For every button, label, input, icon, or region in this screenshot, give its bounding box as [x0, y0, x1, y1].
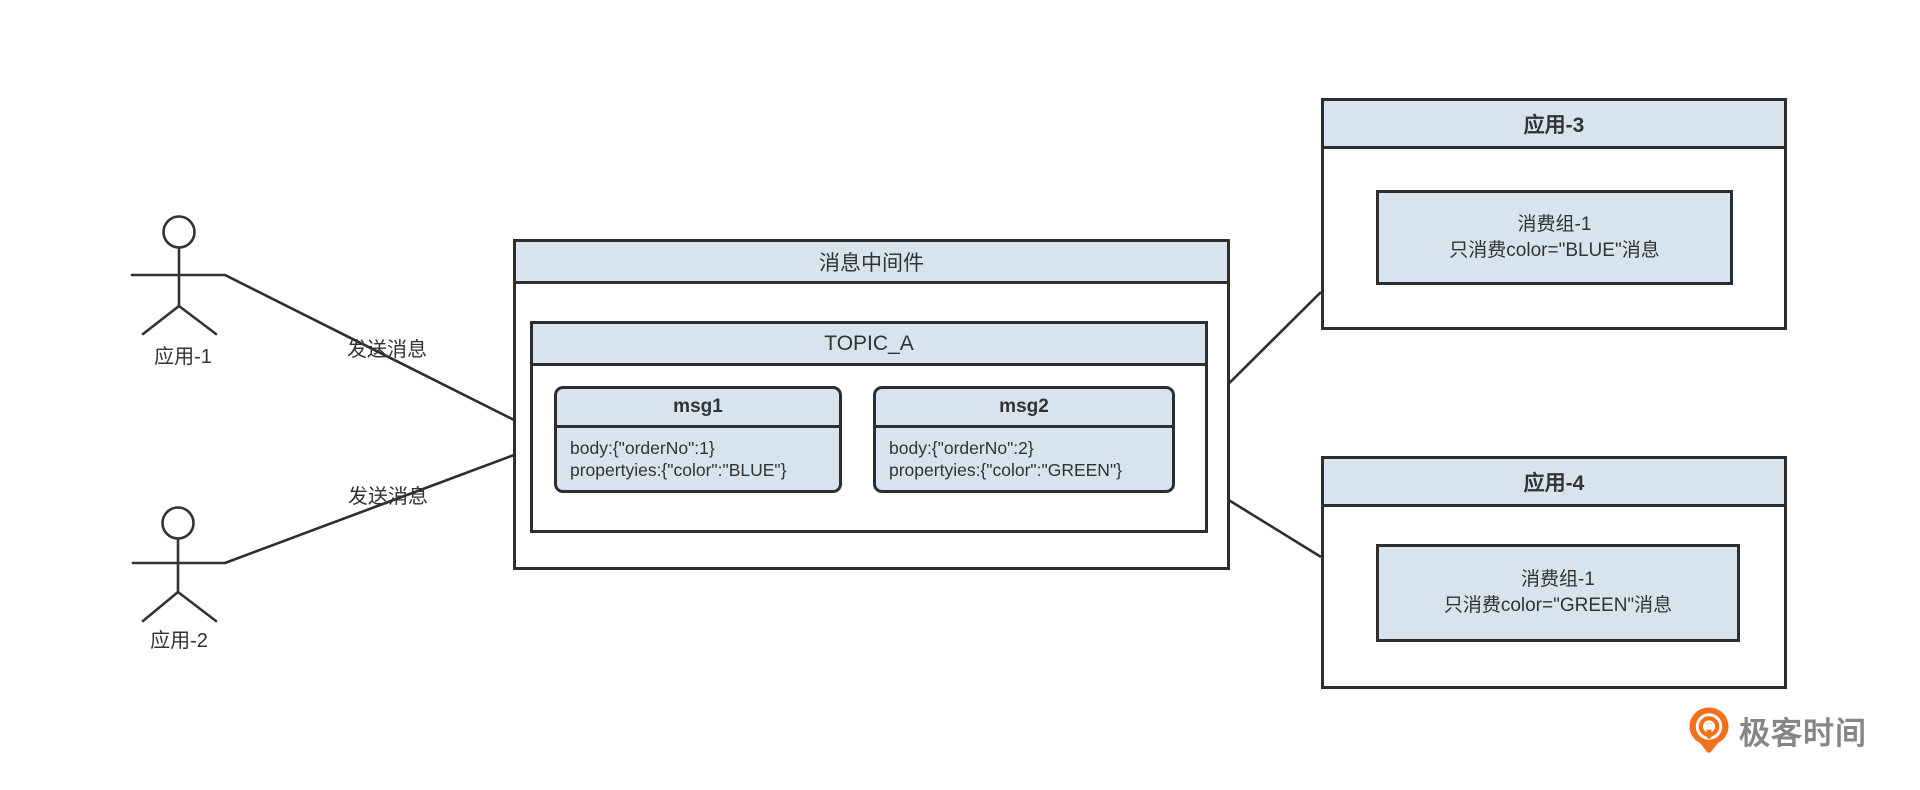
geektime-pin-icon	[1689, 707, 1729, 753]
msg2-properties-line: propertyies:{"color":"GREEN"}	[889, 460, 1122, 480]
consumer-app3-box: 应用-3 消费组-1 只消费color="BLUE"消息	[1321, 98, 1787, 330]
consumer-group-rule: 只消费color="BLUE"消息	[1449, 239, 1660, 261]
msg2-title: msg2	[876, 389, 1172, 428]
consumer-app4-header: 应用-4	[1324, 459, 1784, 507]
msg1-content: body:{"orderNo":1} propertyies:{"color":…	[557, 428, 839, 490]
send-line-producer-2	[224, 447, 531, 565]
msg1-body-line: body:{"orderNo":1}	[570, 438, 715, 458]
msg2-body-line: body:{"orderNo":2}	[889, 438, 1034, 458]
message-card-msg1: msg1 body:{"orderNo":1} propertyies:{"co…	[554, 386, 842, 493]
stick-figure-leg-right	[177, 304, 218, 336]
consumer-group-box-green: 消费组-1 只消费color="GREEN"消息	[1376, 544, 1740, 642]
middleware-title: 消息中间件	[819, 251, 924, 275]
consumer-app3-header: 应用-3	[1324, 101, 1784, 149]
middleware-header: 消息中间件	[516, 242, 1227, 284]
consumer-group-box-blue: 消费组-1 只消费color="BLUE"消息	[1376, 190, 1733, 285]
send-line-producer-1	[224, 273, 531, 430]
consumer-group-name: 消费组-1	[1517, 213, 1592, 235]
msg1-properties-line: propertyies:{"color":"BLUE"}	[570, 460, 787, 480]
topic-box: TOPIC_A msg1 body:{"orderNo":1} property…	[530, 321, 1208, 533]
consumer-group-name: 消费组-1	[1521, 569, 1595, 590]
geektime-logo: 极客时间	[1688, 706, 1867, 754]
middleware-box: 消息中间件 TOPIC_A msg1 body:{"orderNo":1} pr…	[513, 239, 1230, 570]
pin-arrow-glyph	[1703, 733, 1715, 740]
stick-figure-leg-left	[141, 590, 180, 623]
consumer-app3-title: 应用-3	[1523, 113, 1585, 137]
topic-title: TOPIC_A	[824, 331, 914, 355]
pin-dot	[1705, 723, 1713, 730]
send-message-label-2: 发送消息	[348, 485, 428, 508]
consumer-group-rule: 只消费color="GREEN"消息	[1443, 595, 1673, 616]
msg2-content: body:{"orderNo":2} propertyies:{"color":…	[876, 428, 1172, 490]
message-card-msg2: msg2 body:{"orderNo":2} propertyies:{"co…	[873, 386, 1175, 493]
stick-figure-head	[161, 506, 195, 540]
msg1-title: msg1	[557, 389, 839, 428]
consumer-app4-title: 应用-4	[1523, 471, 1585, 495]
producer-1-label: 应用-1	[154, 345, 212, 368]
stick-figure-producer-2	[131, 506, 227, 623]
geektime-logo-text: 极客时间	[1739, 715, 1867, 751]
send-message-label-1: 发送消息	[347, 338, 427, 361]
stick-figure-producer-1	[130, 215, 227, 336]
stick-figure-leg-right	[176, 590, 218, 623]
stick-figure-head	[162, 215, 196, 249]
topic-header: TOPIC_A	[533, 324, 1205, 366]
producer-2-label: 应用-2	[150, 629, 208, 652]
stick-figure-leg-left	[141, 304, 181, 336]
pin-ring-glyph	[1698, 716, 1720, 737]
consumer-app4-box: 应用-4 消费组-1 只消费color="GREEN"消息	[1321, 456, 1787, 689]
